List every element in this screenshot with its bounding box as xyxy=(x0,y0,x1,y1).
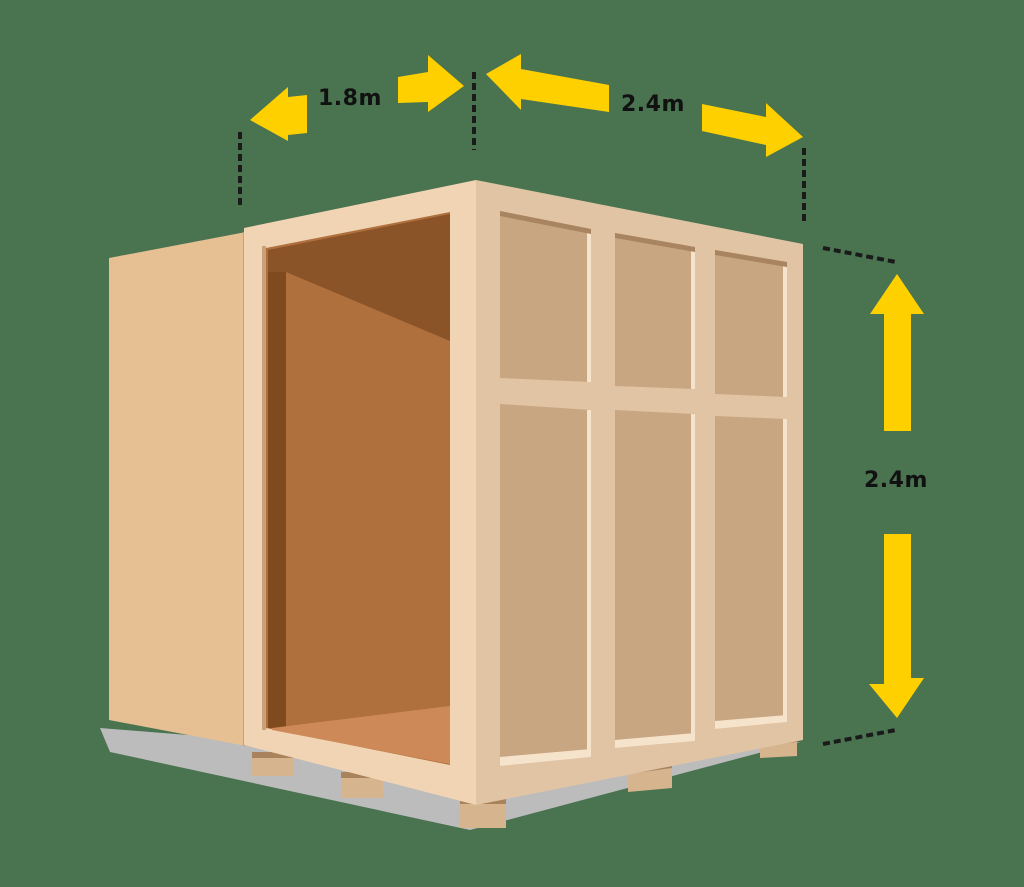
interior-ceiling xyxy=(268,214,450,341)
side-panel xyxy=(615,410,695,748)
interior-floor xyxy=(272,706,450,764)
side-panel xyxy=(715,250,787,397)
side-panel xyxy=(715,416,787,729)
side-face xyxy=(476,180,803,805)
dimension-extension-lines xyxy=(238,72,897,746)
dimension-arrows xyxy=(250,54,924,718)
side-panel xyxy=(615,233,695,389)
width-dimension-label: 2.4m xyxy=(621,92,685,117)
front-frame xyxy=(244,180,476,805)
height-dimension-label: 2.4m xyxy=(864,468,928,493)
arrow-right-icon xyxy=(398,55,464,112)
side-panel xyxy=(500,404,591,766)
side-panel xyxy=(500,211,591,382)
side-panels-top xyxy=(500,211,787,397)
arrow-left-icon xyxy=(486,54,609,112)
arrow-left-icon xyxy=(250,87,307,141)
container-door xyxy=(109,230,252,746)
arrow-down-icon xyxy=(869,534,924,718)
interior-left-wall xyxy=(268,250,286,728)
depth-dimension-label: 1.8m xyxy=(318,86,382,111)
side-panels-bottom xyxy=(500,404,787,766)
arrow-up-icon xyxy=(870,274,924,431)
container-opening xyxy=(266,212,450,765)
arrow-right-icon xyxy=(702,103,803,157)
